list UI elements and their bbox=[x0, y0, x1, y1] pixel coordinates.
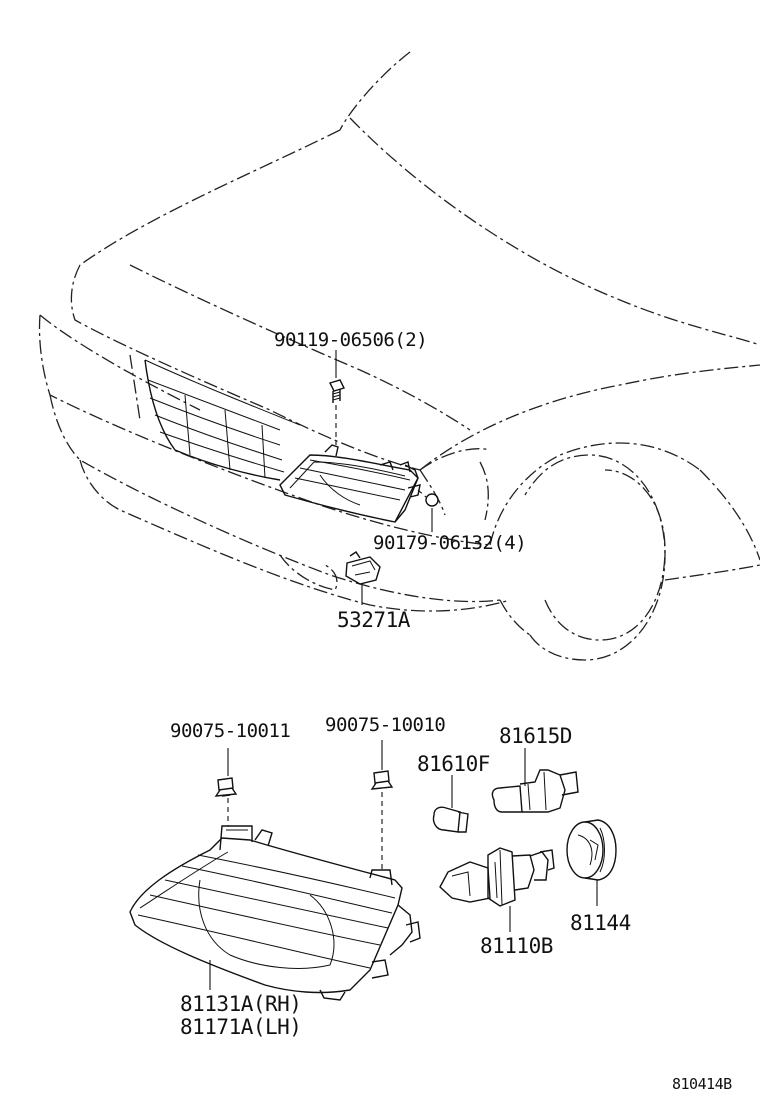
part-number-socket-bulb: 81615D bbox=[499, 724, 572, 748]
clip-icon bbox=[370, 770, 394, 790]
part-number-clip-left: 90075-10011 bbox=[170, 720, 291, 742]
clip-icon bbox=[214, 777, 238, 797]
headlamp-bulb-icon bbox=[439, 847, 555, 907]
part-number-bracket: 53271A bbox=[337, 608, 410, 632]
small-bulb-icon bbox=[432, 806, 469, 833]
part-number-headlamp-rh: 81131A(RH) bbox=[180, 992, 302, 1016]
headlamp-installed bbox=[279, 444, 421, 523]
figure-id: 810414B bbox=[672, 1075, 732, 1093]
part-number-bulb-cover: 81144 bbox=[570, 911, 631, 935]
part-number-nut: 90179-06132(4) bbox=[373, 532, 527, 554]
part-number-headlamp-bulb: 81110B bbox=[480, 934, 553, 958]
nut-icon bbox=[425, 493, 439, 507]
bolt-icon bbox=[329, 379, 345, 403]
part-number-headlamp-lh: 81171A(LH) bbox=[180, 1015, 302, 1039]
socket-bulb-icon bbox=[491, 769, 579, 813]
bulb-cover-icon bbox=[566, 819, 617, 881]
bracket-icon bbox=[345, 551, 381, 585]
part-number-bolt: 90119-06506(2) bbox=[274, 329, 428, 351]
part-number-bulb-small: 81610F bbox=[417, 752, 490, 776]
headlamp-assembly bbox=[129, 825, 421, 1001]
part-number-clip-right: 90075-10010 bbox=[325, 714, 446, 736]
car-body-outline bbox=[38, 51, 760, 661]
